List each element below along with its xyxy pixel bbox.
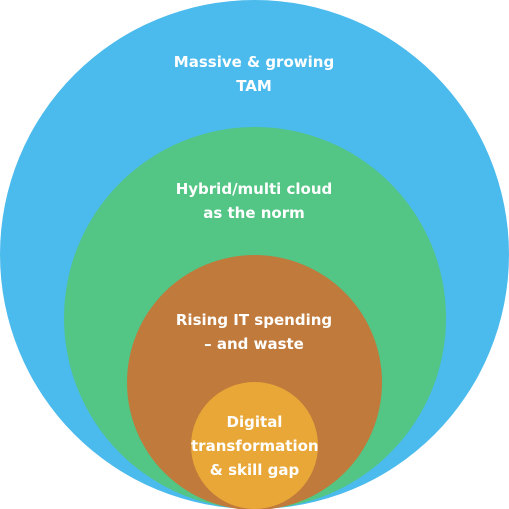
label-line: Hybrid/multi cloud <box>175 180 333 198</box>
label-line: & skill gap <box>209 461 300 479</box>
label-line: transformation <box>191 437 319 455</box>
label-hybrid-multi-cloud: Hybrid/multi cloud as the norm <box>129 177 379 225</box>
label-line: – and waste <box>204 335 304 353</box>
circle-digital-transformation <box>191 382 318 509</box>
label-line: Digital <box>226 413 283 431</box>
label-digital-transformation: Digital transformation & skill gap <box>191 410 319 482</box>
label-line: TAM <box>236 77 272 95</box>
label-line: Massive & growing <box>173 53 335 71</box>
label-line: as the norm <box>203 204 305 222</box>
label-massive-growing-tam: Massive & growing TAM <box>129 50 379 98</box>
label-line: Rising IT spending <box>175 311 333 329</box>
label-rising-it-spending: Rising IT spending – and waste <box>129 308 379 356</box>
